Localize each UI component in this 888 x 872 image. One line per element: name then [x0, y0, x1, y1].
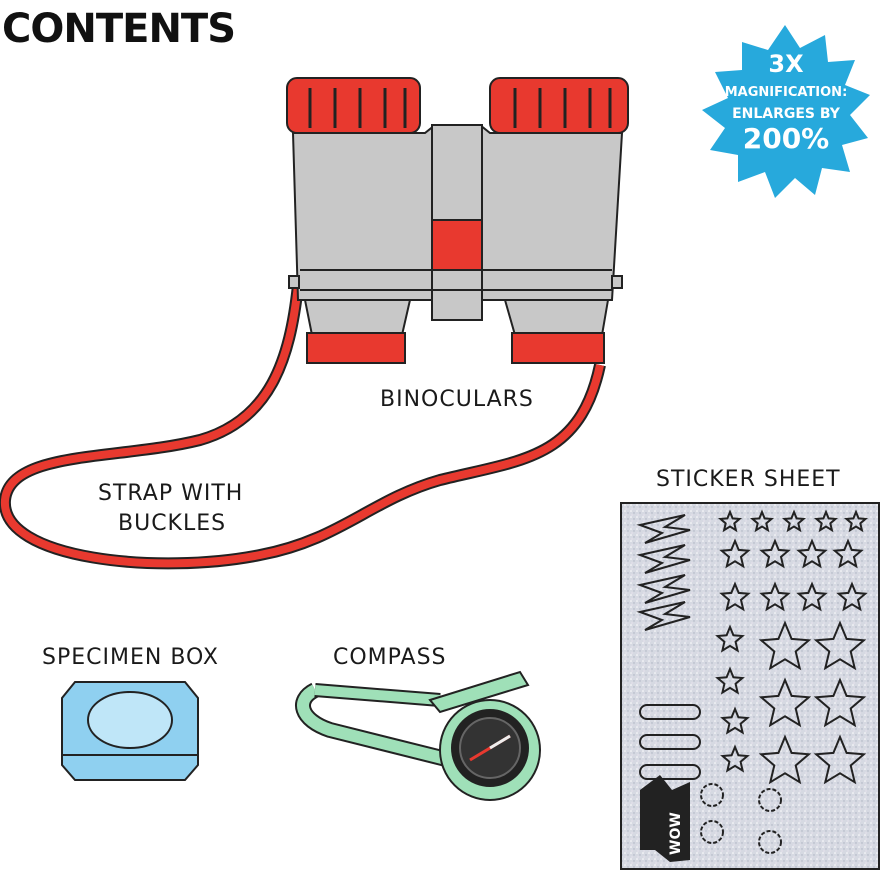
- star-sticker: [796, 538, 828, 569]
- left-eyepiece: [286, 77, 421, 134]
- star-sticker: [719, 538, 751, 569]
- strap-label-line-1: STRAP WITH: [98, 481, 243, 506]
- binoculars-label: BINOCULARS: [380, 387, 534, 412]
- starburst-shape: [702, 25, 870, 198]
- binoculars: [286, 77, 629, 364]
- star-sticker: [758, 734, 812, 785]
- star-sticker: [813, 620, 867, 671]
- star-sticker: [832, 538, 864, 569]
- badge-line-4: 200%: [743, 122, 830, 155]
- specimen-box: [61, 681, 199, 781]
- magnification-badge: 3X MAGNIFICATION: ENLARGES BY 200%: [702, 25, 870, 198]
- page-title: CONTENTS: [2, 6, 235, 52]
- star-sticker: [836, 581, 868, 612]
- flower-sticker: [758, 830, 782, 854]
- star-sticker: [759, 581, 791, 612]
- svg-text:WOW: WOW: [668, 812, 684, 855]
- star-sticker: [715, 666, 745, 695]
- star-sticker: [758, 620, 812, 671]
- star-sticker: [759, 538, 791, 569]
- flower-sticker: [700, 783, 724, 807]
- sticker-sheet-label: STICKER SHEET: [656, 467, 841, 492]
- star-sticker: [719, 581, 751, 612]
- badge-line-1: 3X: [768, 50, 804, 78]
- flower-sticker: [700, 820, 724, 844]
- right-eyepiece: [489, 77, 629, 134]
- compass-label: COMPASS: [333, 645, 447, 670]
- left-objective: [306, 332, 406, 364]
- exclamation-sticker: [639, 704, 701, 720]
- star-sticker: [813, 677, 867, 728]
- star-sticker: [715, 624, 745, 653]
- star-sticker: [720, 706, 750, 735]
- flower-sticker: [758, 788, 782, 812]
- star-sticker: [796, 581, 828, 612]
- focus-wheel: [431, 219, 483, 271]
- lightning-bolt-sticker: [636, 544, 691, 574]
- star-sticker: [758, 677, 812, 728]
- lightning-bolt-sticker: [636, 574, 691, 604]
- star-sticker: [750, 509, 774, 533]
- strap-label-line-2: BUCKLES: [118, 511, 226, 536]
- sticker-sheet: WOW: [620, 502, 880, 870]
- star-sticker: [813, 734, 867, 785]
- star-sticker: [720, 744, 750, 773]
- specimen-box-label: SPECIMEN BOX: [42, 645, 219, 670]
- star-sticker: [782, 509, 806, 533]
- lightning-bolt-sticker: [636, 514, 691, 544]
- compass: [295, 670, 541, 801]
- right-objective: [511, 332, 605, 364]
- star-sticker: [718, 509, 742, 533]
- star-sticker: [844, 509, 868, 533]
- badge-line-3: ENLARGES BY: [732, 106, 841, 122]
- exclamation-sticker: [639, 764, 701, 780]
- strap: [0, 284, 606, 570]
- badge-line-2: MAGNIFICATION:: [725, 85, 848, 100]
- wow-in-the-world-logo: WOW: [640, 775, 690, 862]
- exclamation-sticker: [639, 734, 701, 750]
- star-sticker: [814, 509, 838, 533]
- lightning-bolt-sticker: [636, 601, 691, 631]
